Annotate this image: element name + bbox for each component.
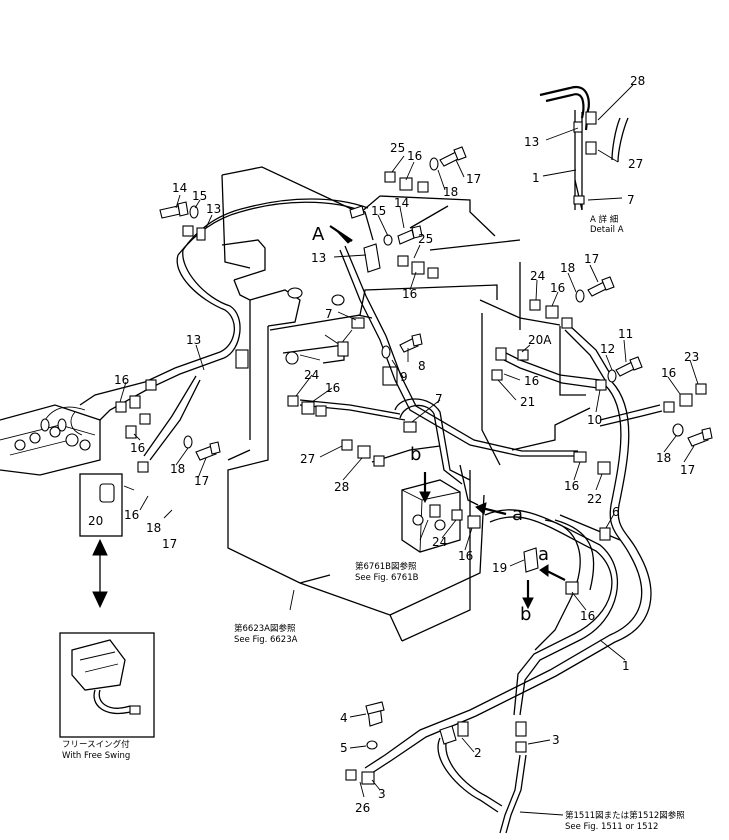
- callout-16-mid: 16: [402, 287, 417, 301]
- detail-a-view: [539, 85, 629, 211]
- callout-28-lower: 28: [334, 480, 349, 494]
- callout-26: 26: [355, 801, 370, 815]
- callout-17-far: 17: [680, 463, 695, 477]
- callout-20: 20: [88, 514, 103, 528]
- callout-14-left: 14: [172, 181, 187, 195]
- leader-lines: [119, 84, 699, 816]
- callout-24-lower: 24: [304, 368, 319, 382]
- callout-13-detail: 13: [524, 135, 539, 149]
- callout-18-right: 18: [560, 261, 575, 275]
- callout-28: 28: [630, 74, 645, 88]
- free-swing-label-jp: フリースイング付: [62, 739, 130, 750]
- callout-25-mid: 25: [418, 232, 433, 246]
- callout-16-20: 16: [124, 508, 139, 522]
- reference-notes: A 詳 細 Detail A 第6761B図参照 See Fig. 6761B …: [62, 214, 685, 832]
- view-arrows: [329, 225, 566, 610]
- callout-15-left: 15: [192, 189, 207, 203]
- detail-a-label-en: Detail A: [590, 225, 624, 235]
- callout-27-lower: 27: [300, 452, 315, 466]
- callout-24-right: 24: [530, 269, 545, 283]
- callout-16-top: 16: [407, 149, 422, 163]
- callout-7-lower: 7: [435, 392, 443, 406]
- ref-6623a-en: See Fig. 6623A: [234, 635, 298, 645]
- callout-2: 2: [474, 746, 482, 760]
- callout-labels: 28 13 27 1 7 25 16 17 18 14 15 13 15 14 …: [88, 74, 699, 815]
- callout-16-lower: 16: [325, 381, 340, 395]
- ref-6623a-jp: 第6623A図参照: [234, 623, 296, 634]
- swing-valve: [401, 479, 461, 553]
- callout-25-top: 25: [390, 141, 405, 155]
- callout-5: 5: [340, 741, 348, 755]
- callout-24-valve: 24: [432, 535, 447, 549]
- callout-16-20A: 16: [524, 374, 539, 388]
- callout-16-right: 16: [550, 281, 565, 295]
- callout-16-valve: 16: [458, 549, 473, 563]
- callout-18-top: 18: [443, 185, 458, 199]
- callout-9: 9: [400, 370, 408, 384]
- callout-3-a: 3: [552, 733, 560, 747]
- ref-1511-en: See Fig. 1511 or 1512: [565, 822, 658, 832]
- callout-17-top: 17: [466, 172, 481, 186]
- callout-12: 12: [600, 342, 615, 356]
- callout-16-22: 16: [564, 479, 579, 493]
- ref-6761b-jp: 第6761B図参照: [355, 561, 417, 572]
- callout-13-mid: 13: [311, 251, 326, 265]
- marker-a-lower: a: [538, 544, 549, 565]
- marker-A: A: [312, 224, 325, 245]
- callout-6: 6: [612, 505, 620, 519]
- inset-box-upper: [79, 473, 123, 537]
- callout-3-b: 3: [378, 787, 386, 801]
- callout-7-detail: 7: [627, 193, 635, 207]
- fittings: [115, 146, 713, 785]
- callout-7-mid: 7: [325, 307, 333, 321]
- inset-box-lower: [59, 632, 155, 738]
- marker-a-right: a: [512, 504, 523, 525]
- control-valve-block: [0, 404, 101, 476]
- callout-13-left: 13: [206, 202, 221, 216]
- callout-20A: 20A: [528, 333, 552, 347]
- callout-17-l: 17: [194, 474, 209, 488]
- callout-19: 19: [492, 561, 507, 575]
- callout-21: 21: [520, 395, 535, 409]
- callout-16-far: 16: [661, 366, 676, 380]
- callout-17-right: 17: [584, 252, 599, 266]
- callout-15-mid: 15: [371, 204, 386, 218]
- letter-markers: A b a a b: [312, 224, 549, 625]
- callout-10: 10: [587, 413, 602, 427]
- callout-18-far: 18: [656, 451, 671, 465]
- callout-11: 11: [618, 327, 633, 341]
- callout-27-detail: 27: [628, 157, 643, 171]
- callout-1-main: 1: [622, 659, 630, 673]
- callout-16-b: 16: [580, 609, 595, 623]
- free-swing-inset: [59, 473, 155, 738]
- free-swing-label-en: With Free Swing: [62, 751, 130, 761]
- callout-16-l2: 16: [130, 441, 145, 455]
- pipe-routing: [44, 198, 663, 834]
- frame-body: [221, 166, 591, 642]
- callout-18-l: 18: [170, 462, 185, 476]
- callout-18-20: 18: [146, 521, 161, 535]
- callout-4: 4: [340, 711, 348, 725]
- callout-22: 22: [587, 492, 602, 506]
- callout-16-l1: 16: [114, 373, 129, 387]
- callout-17-20: 17: [162, 537, 177, 551]
- marker-b-upper: b: [410, 444, 421, 465]
- callout-8: 8: [418, 359, 426, 373]
- callout-13-lower: 13: [186, 333, 201, 347]
- callout-23: 23: [684, 350, 699, 364]
- marker-b-lower: b: [520, 604, 531, 625]
- ref-6761b-en: See Fig. 6761B: [355, 573, 419, 583]
- callout-1-detail: 1: [532, 171, 540, 185]
- detail-a-label-jp: A 詳 細: [590, 214, 618, 225]
- callout-14-mid: 14: [394, 196, 409, 210]
- ref-1511-jp: 第1511図または第1512図参照: [565, 810, 685, 821]
